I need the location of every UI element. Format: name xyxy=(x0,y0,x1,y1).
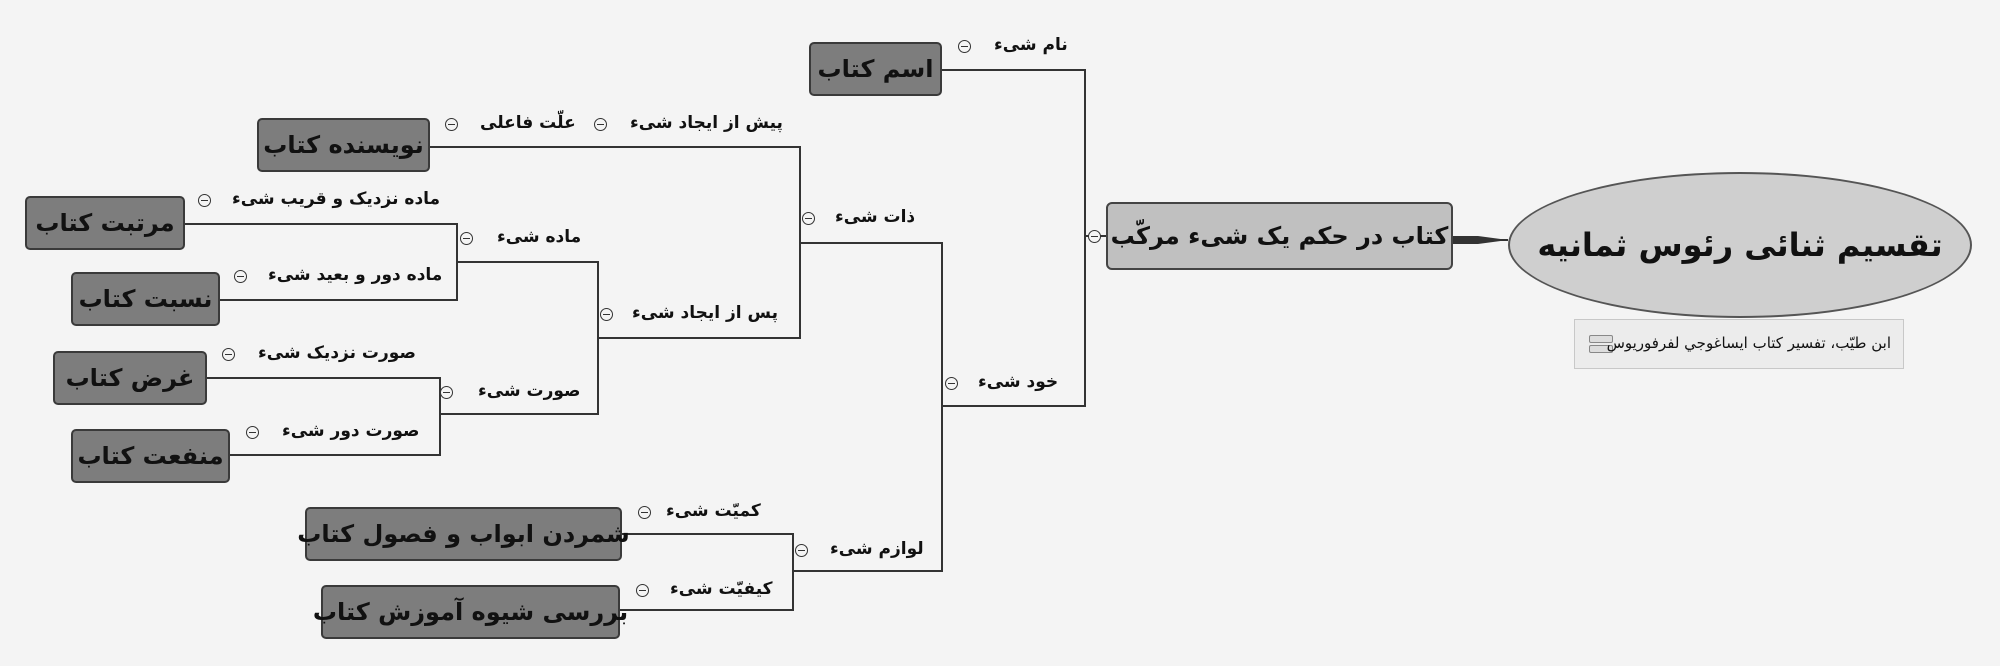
collapse-icon[interactable] xyxy=(440,386,453,399)
collapse-icon[interactable] xyxy=(246,426,259,439)
leaf-attribution[interactable]: نسبت کتاب xyxy=(71,272,220,326)
main-topic[interactable]: کتاب در حکم یک شیء مرکّب xyxy=(1106,202,1453,270)
collapse-icon[interactable] xyxy=(594,118,607,131)
branch-after-creation[interactable]: پس از ایجاد شیء xyxy=(632,303,778,323)
branch-quantity[interactable]: کمیّت شیء xyxy=(666,501,761,521)
main-topic-label: کتاب در حکم یک شیء مرکّب xyxy=(1110,222,1449,250)
leaf-rank[interactable]: مرتبت کتاب xyxy=(25,196,185,250)
leaf-book-name[interactable]: اسم کتاب xyxy=(809,42,942,96)
root-topic[interactable]: تقسیم ثنائی رئوس ثمانیه xyxy=(1508,172,1972,318)
collapse-icon[interactable] xyxy=(636,584,649,597)
branch-name-of-thing[interactable]: نام شیء xyxy=(994,35,1068,55)
leaf-benefit[interactable]: منفعت کتاب xyxy=(71,429,230,483)
branch-far-form[interactable]: صورت دور شیء xyxy=(282,421,420,441)
notes-icon xyxy=(1589,335,1613,353)
collapse-icon[interactable] xyxy=(445,118,458,131)
collapse-icon[interactable] xyxy=(958,40,971,53)
leaf-chapters[interactable]: شمردن ابواب و فصول کتاب xyxy=(297,507,630,561)
branch-quality[interactable]: کیفیّت شیء xyxy=(670,579,773,599)
branch-form[interactable]: صورت شیء xyxy=(478,381,581,401)
note-text: ابن طیّب، تفسیر کتاب ایساغوجي لفرفوریوس xyxy=(1606,334,1891,352)
collapse-icon[interactable] xyxy=(460,232,473,245)
collapse-icon[interactable] xyxy=(234,270,247,283)
collapse-icon[interactable] xyxy=(945,377,958,390)
collapse-icon[interactable] xyxy=(198,194,211,207)
collapse-icon[interactable] xyxy=(222,348,235,361)
leaf-label: منفعت کتاب xyxy=(77,442,224,470)
leaf-label: اسم کتاب xyxy=(817,55,934,83)
collapse-icon[interactable] xyxy=(638,506,651,519)
leaf-author[interactable]: نویسنده کتاب xyxy=(257,118,430,172)
branch-matter[interactable]: ماده شیء xyxy=(497,227,582,247)
branch-near-form[interactable]: صورت نزدیک شیء xyxy=(258,343,416,363)
branch-before-creation[interactable]: پیش از ایجاد شیء xyxy=(630,113,783,133)
note-box[interactable]: ابن طیّب، تفسیر کتاب ایساغوجي لفرفوریوس xyxy=(1574,319,1904,369)
leaf-purpose[interactable]: غرض کتاب xyxy=(53,351,207,405)
branch-accessories[interactable]: لوازم شیء xyxy=(830,539,924,559)
leaf-label: غرض کتاب xyxy=(65,364,195,392)
branch-near-matter[interactable]: ماده نزدیک و قریب شیء xyxy=(232,189,441,209)
branch-far-matter[interactable]: ماده دور و بعید شیء xyxy=(268,265,443,285)
root-topic-label: تقسیم ثنائی رئوس ثمانیه xyxy=(1537,226,1943,264)
leaf-label: شمردن ابواب و فصول کتاب xyxy=(297,520,630,548)
leaf-label: نویسنده کتاب xyxy=(263,131,424,159)
leaf-label: مرتبت کتاب xyxy=(35,209,175,237)
collapse-icon[interactable] xyxy=(600,308,613,321)
leaf-label: نسبت کتاب xyxy=(78,285,213,313)
root-arrow xyxy=(1453,236,1508,244)
collapse-icon[interactable] xyxy=(1088,230,1101,243)
leaf-label: بررسی شیوه آموزش کتاب xyxy=(312,598,629,626)
branch-essence[interactable]: ذات شیء xyxy=(835,207,916,227)
branch-itself[interactable]: خود شیء xyxy=(978,372,1059,392)
collapse-icon[interactable] xyxy=(795,544,808,557)
collapse-icon[interactable] xyxy=(802,212,815,225)
leaf-teaching[interactable]: بررسی شیوه آموزش کتاب xyxy=(313,585,628,639)
branch-efficient-cause[interactable]: علّت فاعلی xyxy=(480,113,576,133)
